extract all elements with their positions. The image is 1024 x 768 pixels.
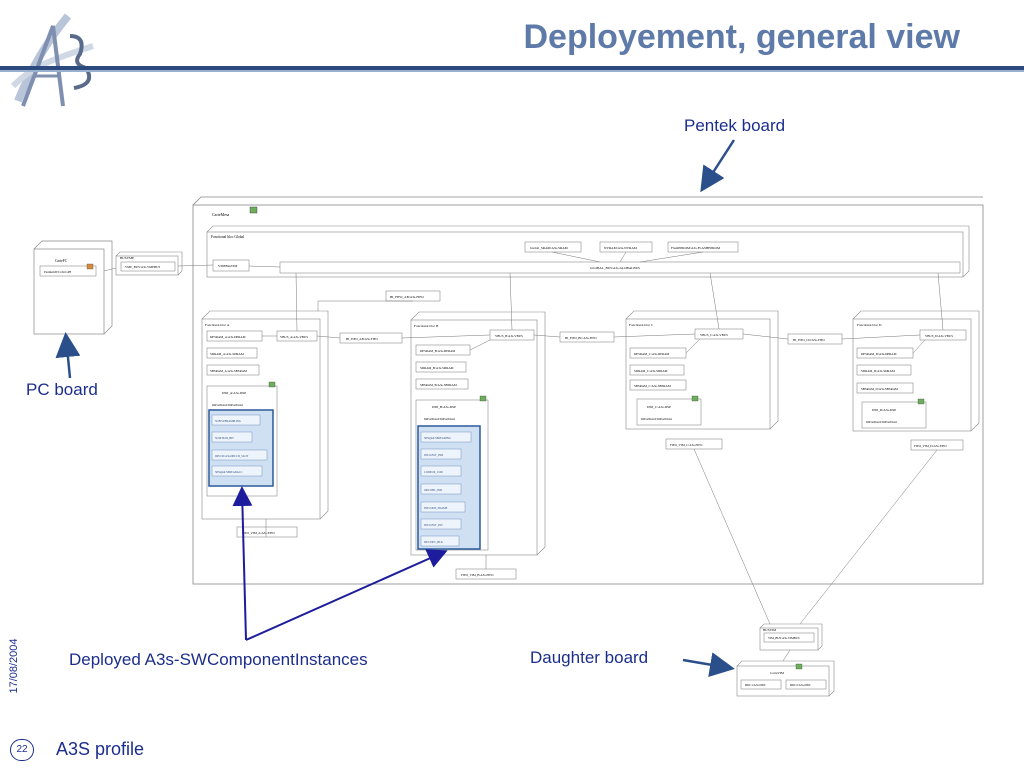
svg-text:VBUS_D:A3s-VBUS: VBUS_D:A3s-VBUS [925, 334, 953, 338]
deploy-arrow-a [232, 486, 253, 641]
bi-fifo-ab2-node: BI_FIFO_AB:A3s-FIFO [339, 332, 403, 344]
svg-text:DPSRAM_D:A3s-DPRAM: DPSRAM_D:A3s-DPRAM [861, 352, 897, 356]
svg-text:FIFO_VIM_D:A3s-FIFO: FIFO_VIM_D:A3s-FIFO [914, 444, 947, 448]
daughter-board-node: BUSVIM VIM_BUS:A3s-VIMBUS CarteVIM DDC1:… [736, 623, 835, 697]
svg-text:Fonctional bloc B: Fonctional bloc B [414, 324, 439, 328]
svg-text:DDC2:A3s-DDC: DDC2:A3s-DDC [790, 683, 811, 687]
svg-text:DPCCD:A3s-DPCCD_SLOT: DPCCD:A3s-DPCCD_SLOT [215, 455, 249, 458]
svg-text:CODECR_COD: CODECR_COD [424, 471, 443, 474]
svg-text:Fonctional bloc D: Fonctional bloc D [857, 323, 882, 327]
a3s-logo [8, 6, 98, 116]
svg-text:PentiumIVCs3x:GPP: PentiumIVCs3x:GPP [44, 270, 72, 274]
svg-text:DPSRAM_A:A3s-DPRAM: DPSRAM_A:A3s-DPRAM [210, 335, 246, 339]
functional-block-c: Fonctional bloc C VBUS_C:A3s-VBUS DPSRAM… [625, 310, 779, 450]
svg-text:SBSRAM_B:A3s-SBSRAM: SBSRAM_B:A3s-SBSRAM [420, 383, 457, 387]
busvme-node: BUSVME VME_BUS:A3s-VMEBUS [115, 251, 183, 276]
svg-text:NVRAM:A3s-NVRAM: NVRAM:A3s-NVRAM [604, 246, 637, 250]
pentek-board-node: CarteMesa [192, 196, 984, 585]
svg-text:IOPortData0 IOPortData1: IOPortData0 IOPortData1 [866, 420, 898, 424]
svg-text:DSP_B:A3s-DSP: DSP_B:A3s-DSP [432, 405, 456, 409]
title-rule [0, 66, 1024, 70]
svg-text:DSP_A:A3s-DSP: DSP_A:A3s-DSP [222, 391, 246, 395]
svg-text:CarteVIM: CarteVIM [770, 671, 784, 675]
global-functional-block: Fonctional bloc Global Global_SRAM:A3s-S… [206, 225, 970, 278]
svg-text:IOPortData0 IOPortData1: IOPortData0 IOPortData1 [641, 417, 673, 421]
svg-text:FlashEPROM:A3s-FLASHEPROM: FlashEPROM:A3s-FLASHEPROM [671, 246, 720, 250]
svg-text:INTLOWT_INT: INTLOWT_INT [424, 524, 443, 527]
deployed-instances-callout: Deployed A3s-SWComponentInstances [69, 650, 368, 669]
svg-text:VBUS_C:A3s-VBUS: VBUS_C:A3s-VBUS [700, 333, 728, 337]
svg-text:SBSRAM_C:A3s-SBSRAM: SBSRAM_C:A3s-SBSRAM [634, 384, 671, 388]
slide-date: 17/08/2004 [8, 638, 20, 694]
svg-text:VIM_BUS:A3s-VIMBUS: VIM_BUS:A3s-VIMBUS [768, 636, 800, 640]
pentek-node-label: CarteMesa [212, 212, 230, 217]
svg-text:SDRAM_D:A3s-SDRAM: SDRAM_D:A3s-SDRAM [861, 369, 895, 373]
svg-text:SUB:SUBSAMPLING: SUB:SUBSAMPLING [215, 420, 241, 423]
title-rule-secondary [0, 70, 1024, 72]
svg-text:VMEBusVIM: VMEBusVIM [218, 264, 237, 268]
svg-text:DPSRAM_B:A3s-DPRAM: DPSRAM_B:A3s-DPRAM [420, 349, 455, 353]
bi-fifo-ab-node: BI_FIFO_AB:A3s-FIFO [385, 290, 441, 302]
page-title: Deployement, general view [523, 18, 961, 56]
footer-text: A3S profile [56, 739, 145, 759]
svg-text:BI_FIFO_BC:A3s-FIFO: BI_FIFO_BC:A3s-FIFO [565, 336, 597, 340]
svg-text:SPSignal:SPREADACC: SPSignal:SPREADACC [215, 471, 243, 474]
svg-text:CarteFC: CarteFC [55, 259, 68, 263]
svg-text:SDRAM_A:A3s-SDRAM: SDRAM_A:A3s-SDRAM [210, 352, 244, 356]
svg-text:VBUS_A:A3s-VBUS: VBUS_A:A3s-VBUS [280, 335, 308, 339]
svg-text:DEC:DEC_BLK: DEC:DEC_BLK [424, 541, 443, 544]
pc-board-node: CarteFC PentiumIVCs3x:GPP [33, 240, 113, 335]
svg-text:DDC1:A3s-DDC: DDC1:A3s-DDC [745, 683, 766, 687]
page-number: 22 [10, 739, 34, 761]
daughter-board-callout: Daughter board [530, 648, 649, 667]
svg-text:VME_BUS:A3s-VMEBUS: VME_BUS:A3s-VMEBUS [125, 265, 160, 269]
svg-text:FIFO_VIM_C:A3s-FIFO: FIFO_VIM_C:A3s-FIFO [670, 443, 703, 447]
connection-lines [103, 251, 944, 662]
svg-text:IOPortData0 IOPortData1: IOPortData0 IOPortData1 [424, 417, 456, 421]
svg-text:SBSRAM_D:A3s-SBSRAM: SBSRAM_D:A3s-SBSRAM [861, 387, 898, 391]
svg-text:Global_SRAM:A3s-SRAM: Global_SRAM:A3s-SRAM [530, 246, 568, 250]
svg-text:ORCOHC_IND: ORCOHC_IND [424, 489, 442, 492]
pc-arrow [55, 332, 81, 379]
svg-text:SPSignal:SPREADING: SPSignal:SPREADING [424, 437, 451, 440]
svg-text:SUM:SUM_BIT: SUM:SUM_BIT [215, 437, 234, 440]
svg-text:SBSRAM_A:A3s-SBSRAM: SBSRAM_A:A3s-SBSRAM [210, 369, 247, 373]
svg-text:INTLOWT_IND: INTLOWT_IND [424, 454, 443, 457]
svg-text:SDRAM_C:A3s-SDRAM: SDRAM_C:A3s-SDRAM [634, 369, 668, 373]
svg-text:DSP_C:A3s-DSP: DSP_C:A3s-DSP [647, 405, 671, 409]
svg-text:Fonctional bloc A: Fonctional bloc A [205, 323, 230, 327]
svg-text:BI_FIFO_CD:A3s-FIFO: BI_FIFO_CD:A3s-FIFO [793, 338, 825, 342]
bi-fifo-bc-node: BI_FIFO_BC:A3s-FIFO [559, 331, 615, 343]
deploy-arrow-b [245, 549, 448, 641]
pentek-arrow [700, 139, 736, 193]
bi-fifo-cd-node: BI_FIFO_CD:A3s-FIFO [787, 333, 843, 345]
pc-board-callout: PC board [26, 380, 98, 399]
svg-text:BI_FIFO_AB:A3s-FIFO: BI_FIFO_AB:A3s-FIFO [346, 337, 378, 341]
functional-block-b: Fonctional bloc B VBUS_B:A3s-VBUS DPSRAM… [410, 311, 546, 580]
svg-text:SDRAM_B:A3s-SDRAM: SDRAM_B:A3s-SDRAM [420, 366, 454, 370]
functional-block-d: Fonctional bloc D VBUS_D:A3s-VBUS DPSRAM… [852, 310, 980, 451]
svg-text:FIFO_VIM_A:A3s-FIFO: FIFO_VIM_A:A3s-FIFO [242, 531, 275, 535]
daughter-arrow [682, 652, 735, 677]
svg-text:GLOBAL_BUS:A3s-GLOBALBUS: GLOBAL_BUS:A3s-GLOBALBUS [590, 266, 640, 270]
svg-text:BUSVME: BUSVME [120, 256, 134, 260]
svg-text:IOPortData0 IOPortData1: IOPortData0 IOPortData1 [212, 403, 244, 407]
functional-block-a: Fonctional bloc A VBUS_A:A3s-VBUS DPSRAM… [201, 310, 329, 538]
svg-text:BUSVIM: BUSVIM [763, 628, 776, 632]
svg-text:FIFO_VIM_B:A3s-FIFO: FIFO_VIM_B:A3s-FIFO [461, 573, 494, 577]
svg-text:Fonctional bloc Global: Fonctional bloc Global [211, 235, 244, 239]
svg-text:DSP_D:A3s-DSP: DSP_D:A3s-DSP [872, 408, 896, 412]
svg-text:Fonctional bloc C: Fonctional bloc C [629, 323, 654, 327]
svg-text:INTCODE_FRAME: INTCODE_FRAME [424, 507, 448, 510]
svg-text:DPSRAM_C:A3s-DPRAM: DPSRAM_C:A3s-DPRAM [634, 352, 669, 356]
svg-text:VBUS_B:A3s-VBUS: VBUS_B:A3s-VBUS [495, 334, 523, 338]
svg-text:BI_FIFO_AB:A3s-FIFO: BI_FIFO_AB:A3s-FIFO [390, 295, 424, 299]
pentek-board-callout: Pentek board [684, 116, 786, 135]
